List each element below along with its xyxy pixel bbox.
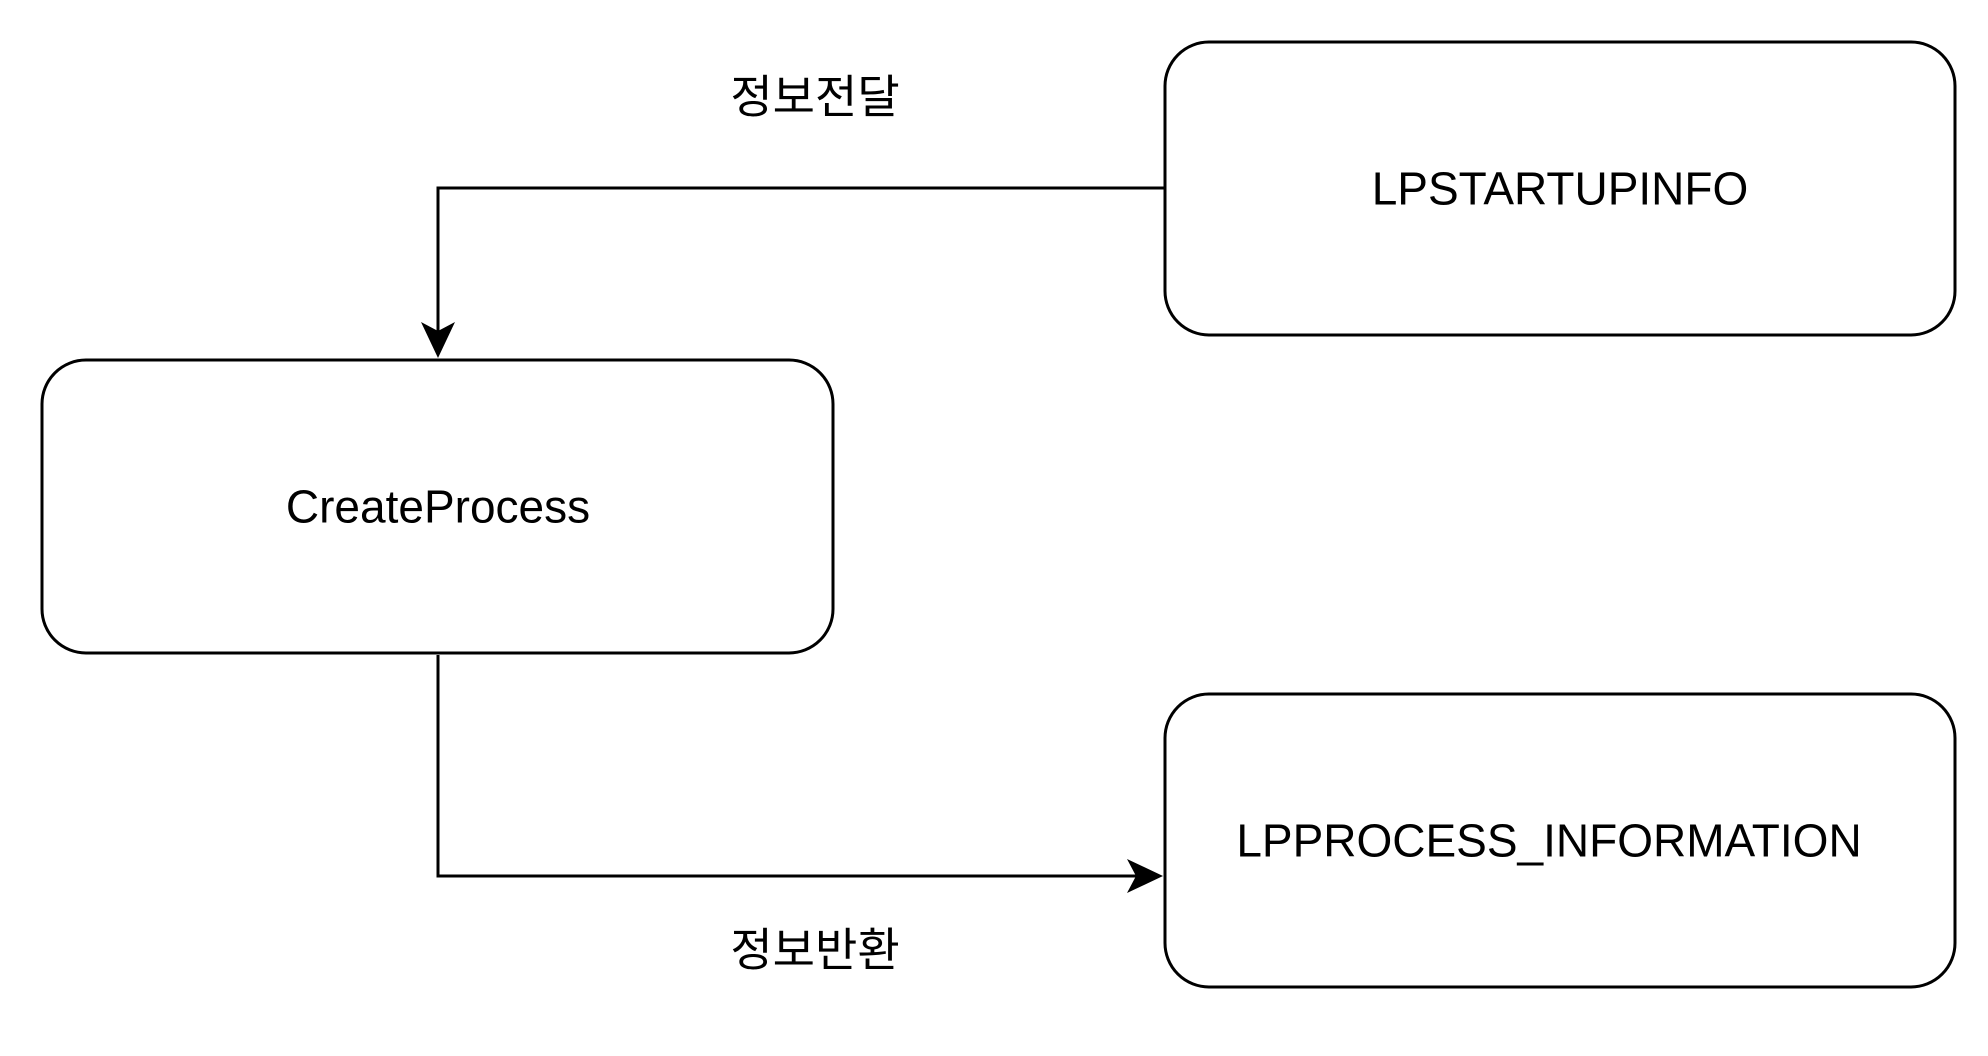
edge-label-return-info: 정보반환 [730,923,899,977]
node-processinfo-box [1163,692,1957,989]
arrowhead-right-icon [1127,859,1163,893]
node-startupinfo-box [1163,40,1957,337]
edge-line-return-info [436,655,1145,878]
node-processinfo[interactable]: LPPROCESS_INFORMATION [1163,692,1957,989]
edge-line-pass-info [436,186,1165,340]
node-createprocess-label: CreateProcess [286,481,590,533]
edge-createprocess-to-processinfo [436,655,1163,893]
node-startupinfo[interactable]: LPSTARTUPINFO [1163,40,1957,337]
node-processinfo-label: LPPROCESS_INFORMATION [1236,815,1861,867]
arrowhead-down-icon [421,322,455,358]
node-createprocess-box [40,358,835,655]
node-startupinfo-label: LPSTARTUPINFO [1372,163,1749,215]
edge-startupinfo-to-createprocess [421,186,1165,358]
edge-label-pass-info: 정보전달 [730,70,899,124]
node-createprocess[interactable]: CreateProcess [40,358,835,655]
